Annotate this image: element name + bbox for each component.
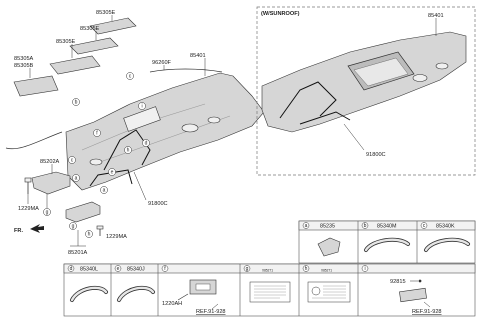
label-85305E-low: 85305E <box>56 39 76 45</box>
table-cell-h: h X85271 <box>302 265 351 303</box>
label-96260F: 96260F <box>152 60 172 66</box>
cell-ref-i: REF.91-928 <box>412 309 442 315</box>
label-85401-sunroof: 85401 <box>428 13 444 19</box>
pad-85305E-mid <box>69 37 119 55</box>
label-85201A: 85201A <box>68 250 88 256</box>
table-cell-a: a 85235 <box>302 222 341 257</box>
svg-text:g: g <box>246 266 249 272</box>
sunvisor-85202A <box>31 171 71 195</box>
cell-part-85340J: 85340J <box>127 267 145 273</box>
callout-e-main: e <box>108 168 116 176</box>
label-1229MA-left: 1229MA <box>18 206 39 212</box>
label-85401-main: 85401 <box>190 53 206 59</box>
cell-part-85235: 85235 <box>320 224 335 230</box>
label-91800C-main: 91800C <box>148 201 168 207</box>
svg-text:i: i <box>141 104 142 110</box>
table-cell-b: b 85340M <box>361 222 410 252</box>
sunroof-box: (W/SUNROOF) 85401 91800C <box>256 6 476 176</box>
sunroof-title: (W/SUNROOF) <box>261 11 300 17</box>
callout-b-main: b <box>72 98 80 106</box>
svg-text:f: f <box>164 266 166 272</box>
clip-1229MA-left <box>24 177 32 194</box>
label-85202A: 85202A <box>40 159 60 165</box>
label-85305E-mid: 85305E <box>80 26 100 32</box>
callout-g-left: g <box>43 208 51 216</box>
svg-text:f: f <box>96 131 98 137</box>
cell-part-85340L: 85340L <box>80 267 98 273</box>
svg-text:c: c <box>423 223 426 229</box>
label-91800C-sunroof: 91800C <box>366 152 386 158</box>
callout-g-mid: g <box>69 222 77 230</box>
svg-text:h: h <box>127 148 130 154</box>
front-arrow-icon: FR. <box>14 224 44 234</box>
label-1229MA-mid: 1229MA <box>106 234 127 240</box>
svg-text:c: c <box>71 158 74 164</box>
svg-text:c: c <box>129 74 132 80</box>
label-85305B: 85305B <box>14 63 34 69</box>
svg-text:i: i <box>364 266 365 272</box>
callout-h-main: h <box>124 146 132 154</box>
cell-part-85340M: 85340M <box>377 224 397 230</box>
cell-part-92815: 92815 <box>390 279 406 285</box>
svg-text:FR.: FR. <box>14 228 23 234</box>
svg-text:g: g <box>72 224 75 230</box>
svg-text:h: h <box>305 266 308 272</box>
svg-text:a: a <box>305 223 308 229</box>
cell-part-85340K: 85340K <box>436 224 455 230</box>
label-85305E-top: 85305E <box>96 10 116 16</box>
sunvisor-85201A <box>65 201 101 223</box>
svg-text:a: a <box>103 188 106 194</box>
table-cell-i: i 92815 REF.91-928 <box>361 265 442 315</box>
headliner-main <box>65 72 265 191</box>
cell-part-1220AH: 1220AH <box>162 301 182 307</box>
svg-text:d: d <box>145 141 148 147</box>
callout-a-main2: a <box>100 186 108 194</box>
svg-text:e: e <box>111 170 114 176</box>
callout-h-mid: h <box>85 230 93 238</box>
callout-a-main: a <box>72 174 80 182</box>
parts-table: a 85235 b 85340M c 85340K d 85 <box>63 220 476 317</box>
svg-text:h: h <box>88 232 91 238</box>
table-cell-f: f 1220AH REF.91-928 <box>161 265 226 315</box>
pad-85305E-top <box>89 17 137 35</box>
callout-f-main: f <box>93 129 101 137</box>
label-85305A: 85305A <box>14 56 34 62</box>
pad-85305A <box>13 75 59 97</box>
callout-c-main: c <box>126 72 134 80</box>
table-cell-d: d 85340L <box>67 265 108 302</box>
callout-c-main2: c <box>68 156 76 164</box>
pad-85305E-low <box>49 55 101 75</box>
cell-ref-f: REF.91-928 <box>196 309 226 315</box>
svg-text:e: e <box>117 266 120 272</box>
cell-sub-g: X85271 <box>262 269 273 273</box>
table-cell-e: e 85340J <box>114 265 155 302</box>
svg-text:b: b <box>75 100 78 106</box>
table-cell-c: c 85340K <box>420 222 470 252</box>
wire-96260F <box>5 68 223 150</box>
callout-d-main: d <box>142 139 150 147</box>
svg-text:a: a <box>75 176 78 182</box>
cell-sub-h: X85271 <box>321 269 332 273</box>
svg-text:d: d <box>70 266 73 272</box>
table-cell-g: g X85271 <box>243 265 291 303</box>
svg-text:g: g <box>46 210 49 216</box>
callout-i-main: i <box>138 102 146 110</box>
svg-text:b: b <box>364 223 367 229</box>
clip-1229MA-mid <box>96 225 104 236</box>
